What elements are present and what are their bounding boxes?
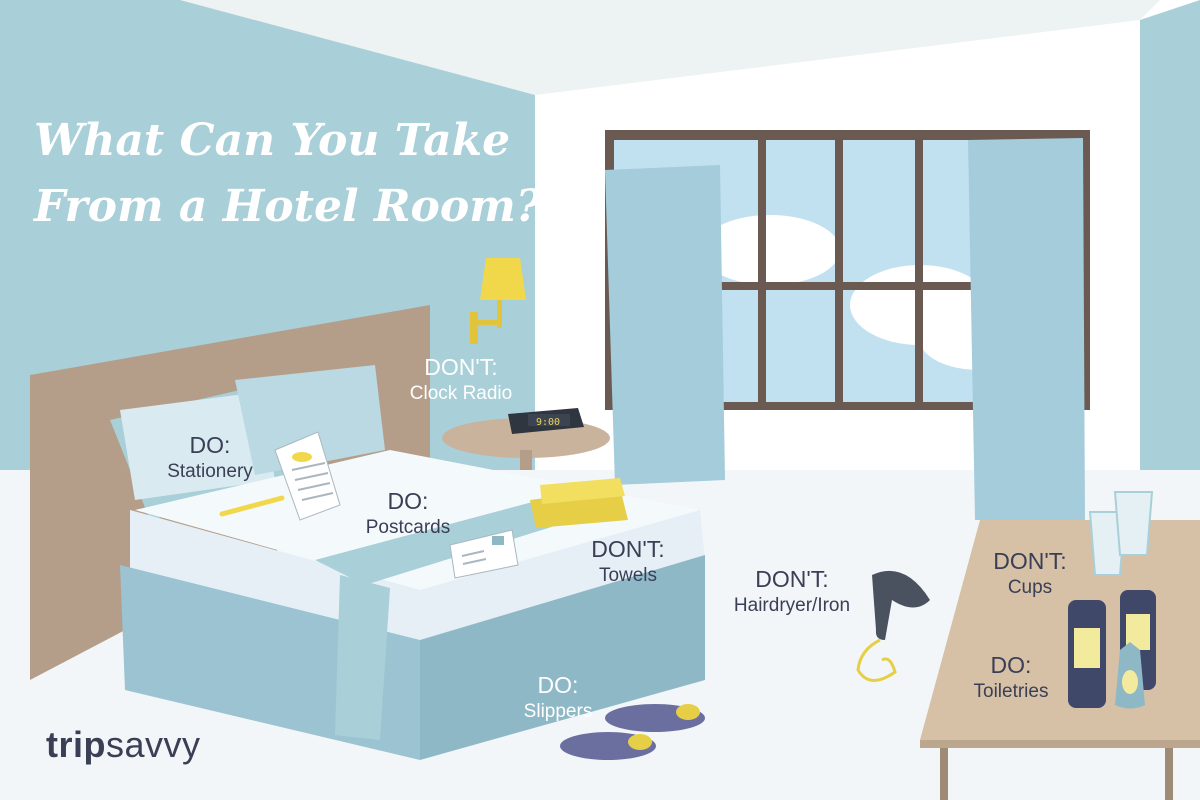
verdict: DON'T:	[993, 548, 1067, 574]
clock-time: 9:00	[536, 417, 560, 428]
verdict: DON'T:	[591, 536, 665, 562]
label-clock-radio: DON'T: Clock Radio	[394, 354, 528, 406]
right-curtain	[968, 138, 1085, 520]
wall-lamp	[470, 258, 526, 344]
verdict: DO:	[387, 488, 429, 514]
verdict: DON'T:	[755, 566, 829, 592]
item-name: Slippers	[523, 701, 593, 722]
cups	[1088, 491, 1154, 576]
mattress-front	[420, 510, 705, 640]
item-name: Cups	[1007, 577, 1053, 598]
ceiling	[180, 0, 1160, 95]
verdict: DON'T:	[424, 354, 498, 380]
item-name: Hairdryer/Iron	[733, 595, 851, 616]
title-line-2: From a Hotel Room?	[34, 181, 542, 232]
hairdryer	[856, 570, 930, 682]
verdict: DO:	[990, 652, 1032, 678]
title-line-1: What Can You Take	[34, 115, 511, 166]
label-postcards: DO: Postcards	[352, 488, 464, 540]
logo-part-2: savvy	[106, 724, 201, 765]
left-curtain	[605, 165, 725, 485]
postcard	[449, 529, 519, 579]
verdict: DO:	[537, 672, 579, 698]
pen	[219, 495, 285, 517]
label-slippers: DO: Slippers	[506, 672, 610, 724]
label-stationery: DO: Stationery	[148, 432, 272, 484]
pillow-right	[235, 365, 385, 475]
item-name: Postcards	[365, 517, 451, 538]
item-name: Towels	[598, 565, 658, 586]
infographic-title: What Can You Take From a Hotel Room?	[34, 108, 554, 240]
logo-part-1: trip	[46, 724, 106, 765]
label-towels: DON'T: Towels	[576, 536, 680, 588]
item-name: Stationery	[167, 461, 253, 482]
item-name: Toiletries	[973, 681, 1049, 702]
clock-radio: 9:00	[508, 408, 584, 434]
stationery-notepad	[274, 431, 341, 521]
toiletries	[1068, 590, 1156, 709]
tripsavvy-logo: tripsavvy	[46, 724, 201, 766]
item-name: Clock Radio	[409, 383, 513, 404]
verdict: DO:	[189, 432, 231, 458]
bed-runner	[315, 500, 590, 585]
label-cups: DON'T: Cups	[978, 548, 1082, 600]
towels	[530, 478, 628, 528]
bed-runner-drape	[335, 575, 390, 740]
pillow-left	[120, 392, 275, 500]
label-hairdryer-iron: DON'T: Hairdryer/Iron	[712, 566, 872, 618]
slippers	[560, 704, 705, 760]
bed-skirt-front	[420, 555, 705, 760]
label-toiletries: DO: Toiletries	[956, 652, 1066, 704]
